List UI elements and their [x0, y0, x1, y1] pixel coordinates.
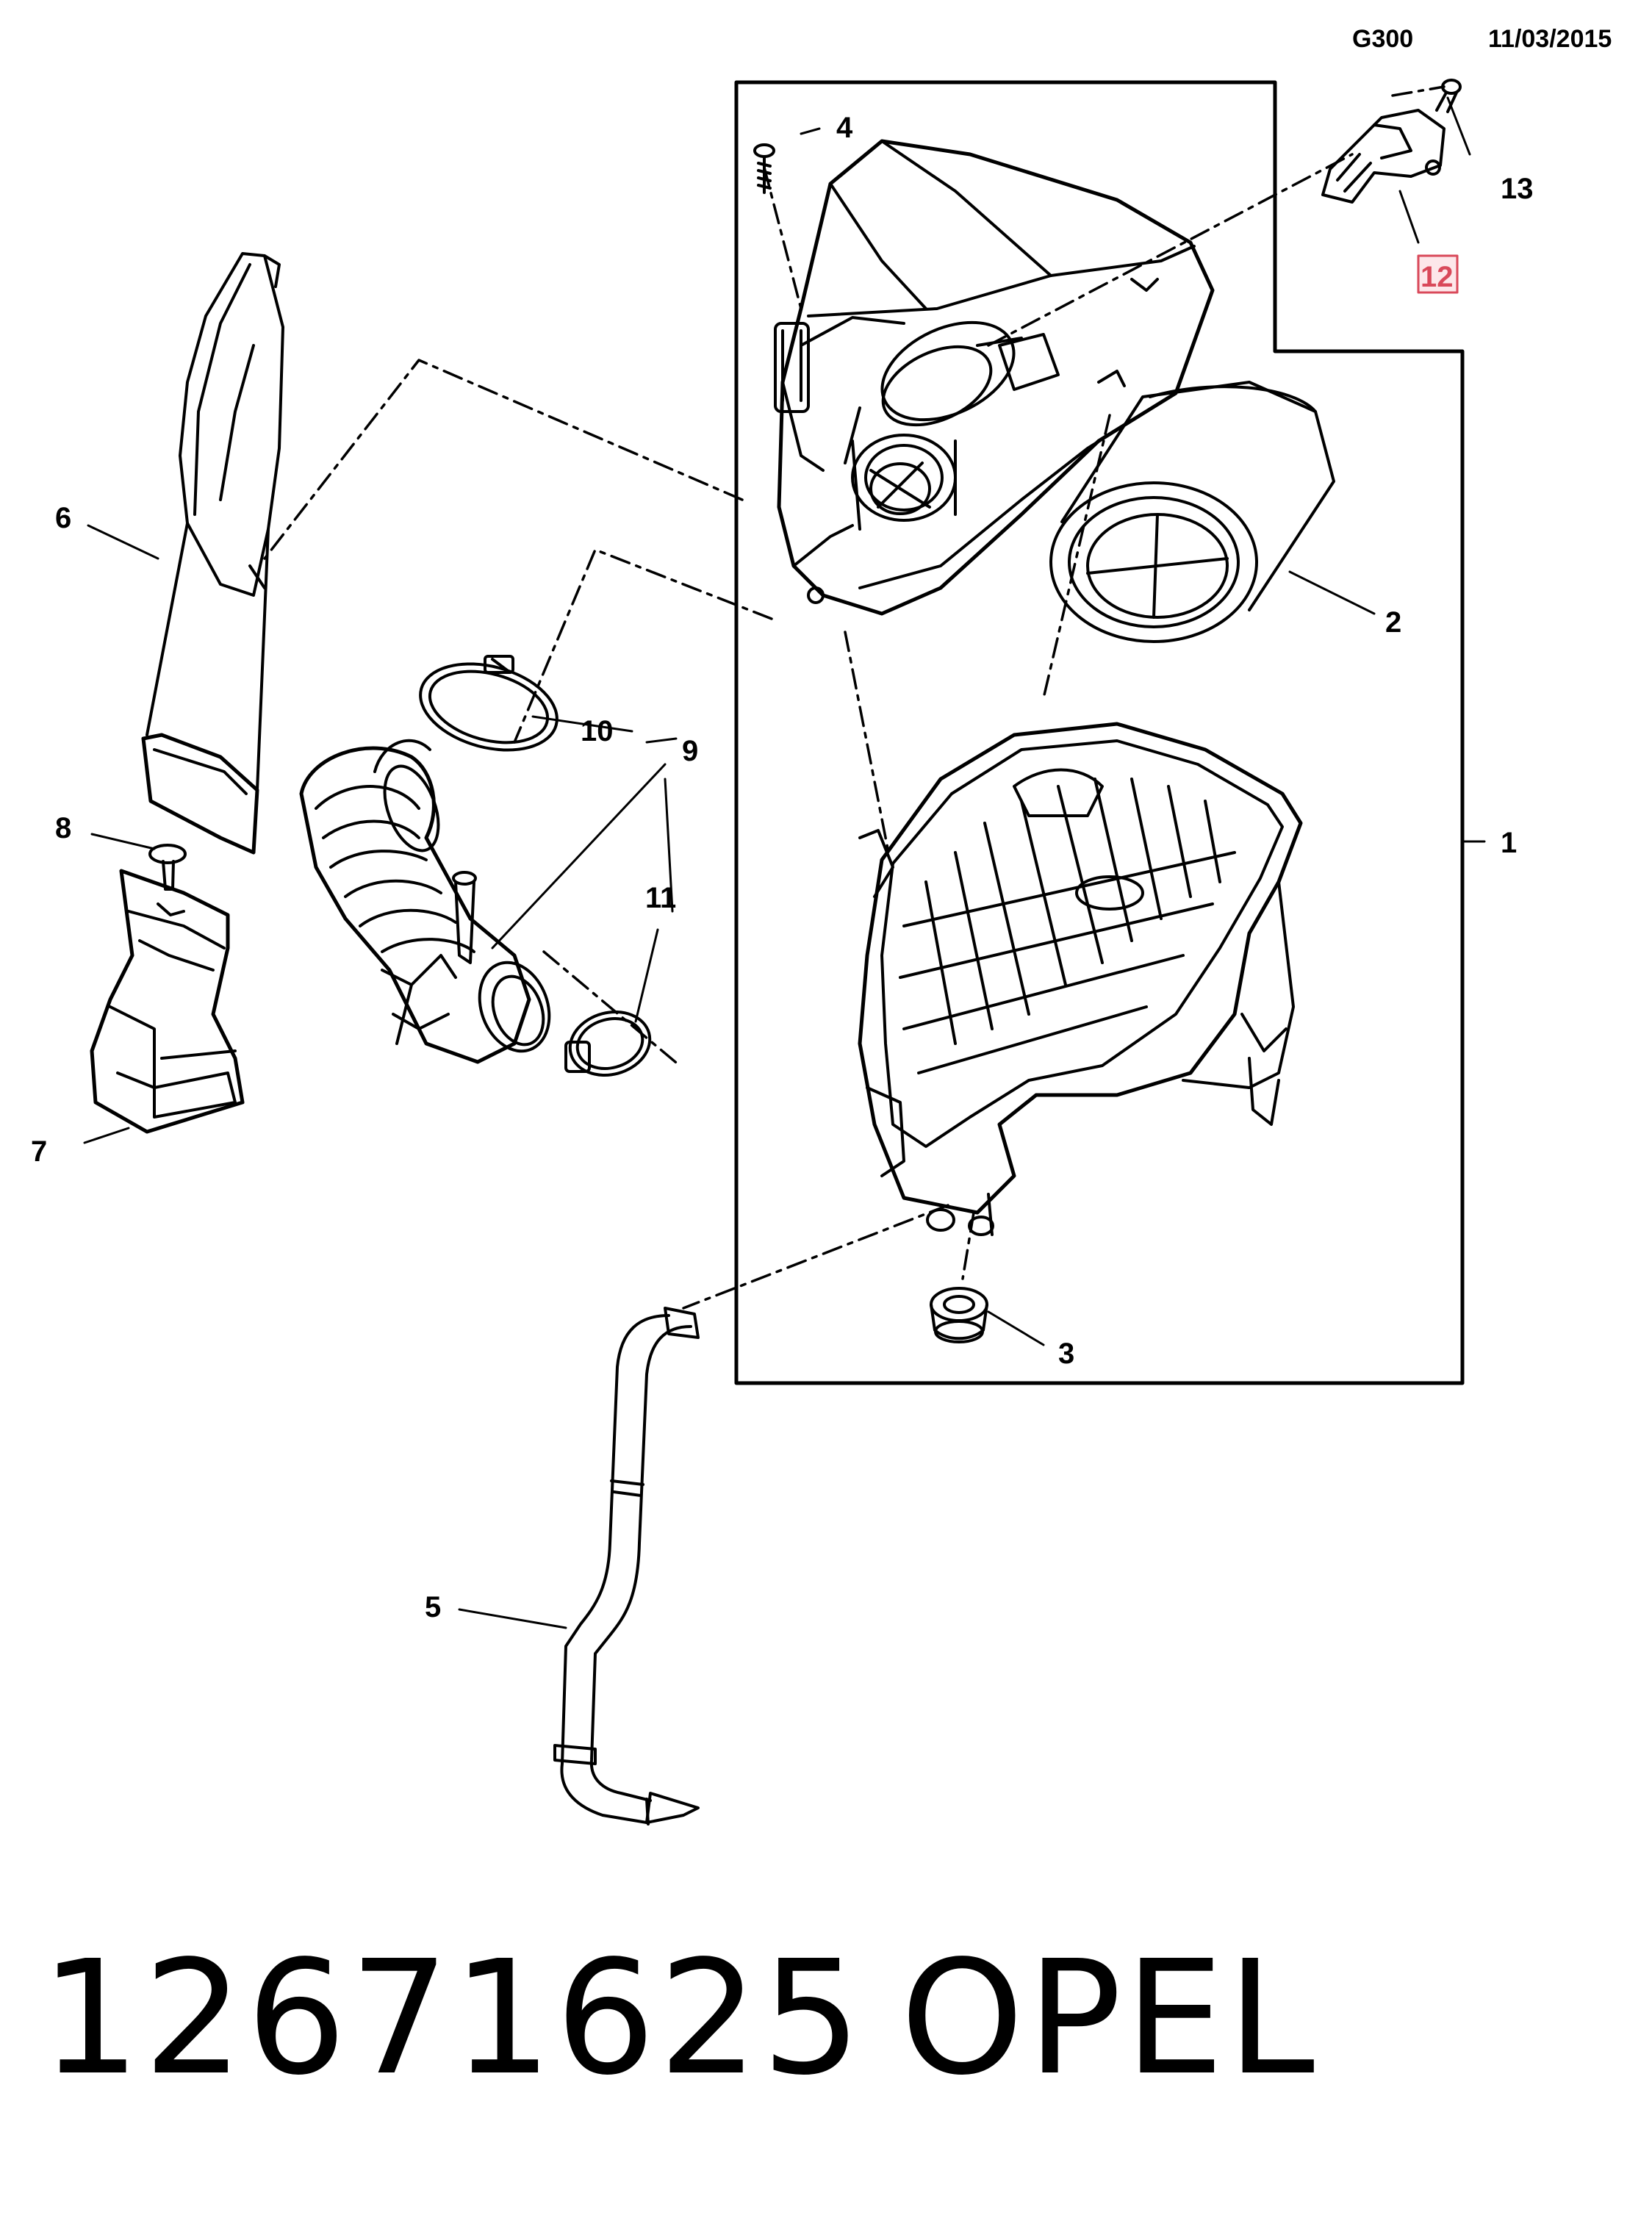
mass-airflow-sensor-part-12: [1321, 109, 1446, 204]
intake-duct-part-6: [141, 252, 284, 855]
diagram-date: 11/03/2015: [1488, 25, 1612, 53]
callout-6: 6: [55, 502, 71, 534]
drain-tube-part-5: [553, 1307, 700, 1826]
intake-hose-part-9: [299, 739, 551, 1064]
assembly-frame: [734, 80, 1465, 1385]
callout-8: 8: [55, 812, 71, 844]
callout-1: 1: [1501, 827, 1517, 859]
callout-labels: 1 2 3 4 5 6 7 8 9 10 11 12 13: [31, 112, 1534, 1623]
air-cleaner-housing-part-1: [858, 722, 1303, 1236]
leader-lines: [83, 96, 1486, 1629]
callout-9: 9: [682, 735, 698, 767]
air-cleaner-cover: [774, 139, 1215, 616]
callout-7: 7: [31, 1135, 47, 1168]
screw-part-4: [753, 143, 775, 194]
brand-name: OPEL: [900, 1927, 1318, 2110]
screw-part-13: [1435, 79, 1462, 113]
filter-element-part-2: [1049, 381, 1335, 643]
assembly-lines: [263, 85, 1446, 1310]
callout-3: 3: [1058, 1338, 1074, 1370]
highlight-box-12: [1417, 254, 1459, 294]
diagram-code: G300: [1352, 25, 1414, 53]
hose-clamp-part-10: [419, 655, 559, 752]
callout-2: 2: [1385, 606, 1401, 639]
grommet-part-3: [930, 1287, 988, 1343]
air-guide-part-7: [90, 869, 245, 1134]
part-number: 12671625: [40, 1927, 865, 2110]
callout-4: 4: [836, 112, 853, 144]
callout-5: 5: [425, 1591, 441, 1623]
callout-12: 12: [1421, 261, 1454, 293]
callout-11: 11: [645, 882, 676, 914]
callout-10: 10: [581, 715, 614, 747]
hose-clamp-part-11: [564, 1010, 652, 1077]
callout-13: 13: [1501, 173, 1534, 205]
